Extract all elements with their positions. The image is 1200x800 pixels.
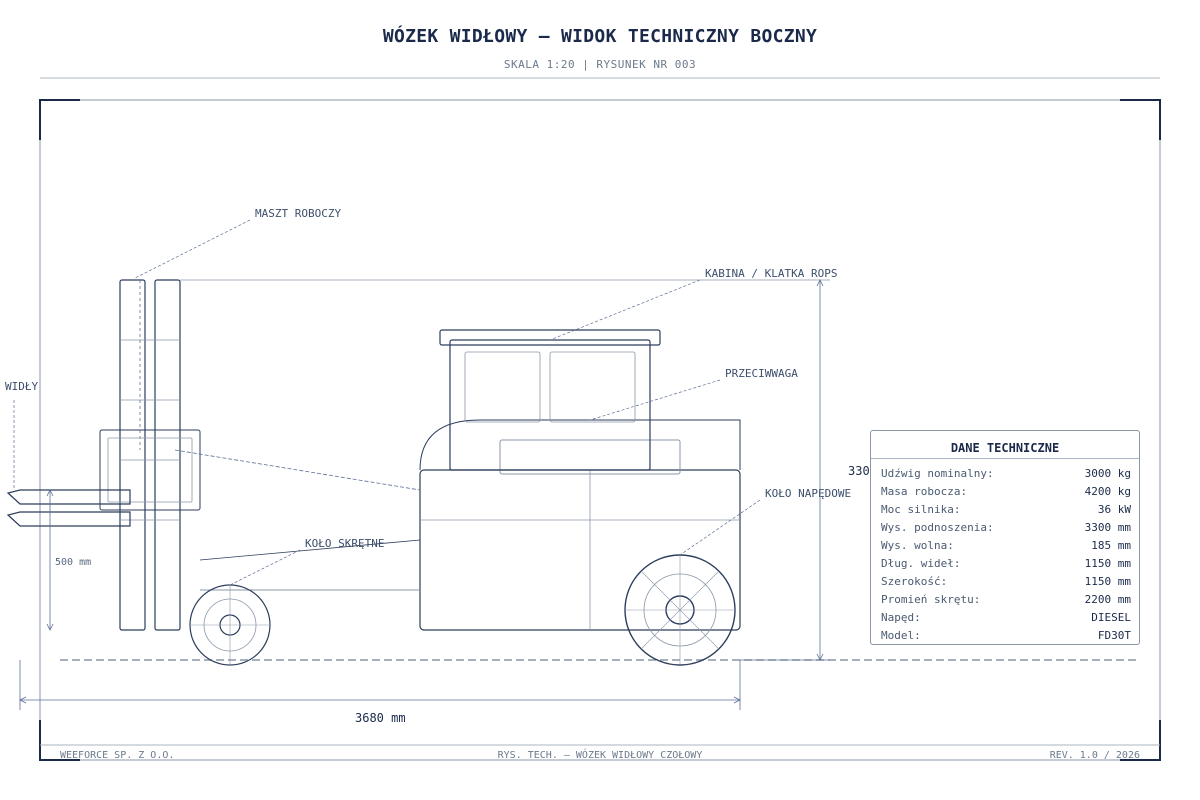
- label-mast: MASZT ROBOCZY: [255, 207, 341, 220]
- spec-key: Model:: [881, 629, 921, 642]
- spec-value: 1150 mm: [1084, 557, 1131, 570]
- spec-key: Promień skrętu:: [881, 593, 981, 606]
- label-steer-wheel: KOŁO SKRĘTNE: [305, 537, 384, 550]
- spec-row: Model: FD30T: [881, 629, 1131, 647]
- label-cabin: KABINA / KLATKA ROPS: [705, 267, 837, 280]
- dim-overall-length: 3680 mm: [355, 711, 406, 725]
- spec-table: DANE TECHNICZNE Udźwig nominalny: 3000 k…: [870, 430, 1140, 645]
- spec-key: Wys. podnoszenia:: [881, 521, 994, 534]
- spec-row: Napęd: DIESEL: [881, 611, 1131, 629]
- footer-revision: REV. 1.0 / 2026: [1050, 750, 1140, 761]
- spec-row: Masa robocza: 4200 kg: [881, 485, 1131, 503]
- spec-value: 3300 mm: [1084, 521, 1131, 534]
- spec-row: Udźwig nominalny: 3000 kg: [881, 467, 1131, 485]
- footer-drawing-name: RYS. TECH. — WÓZEK WIDŁOWY CZOŁOWY: [498, 748, 703, 761]
- drive-wheel: [624, 554, 736, 666]
- spec-key: Masa robocza:: [881, 485, 968, 498]
- spec-value: 2200 mm: [1084, 593, 1131, 606]
- spec-row: Promień skrętu: 2200 mm: [881, 593, 1131, 611]
- label-drive-wheel: KOŁO NAPĘDOWE: [765, 487, 851, 500]
- leader-lines: [13, 219, 761, 586]
- forklift-body: [200, 469, 741, 631]
- length-dimension: [19, 660, 741, 710]
- counterweight: [419, 419, 741, 475]
- spec-value: 3000 kg: [1084, 467, 1131, 480]
- spec-table-title: DANE TECHNICZNE: [950, 441, 1060, 455]
- steer-wheel: [189, 584, 271, 666]
- spec-value: 4200 kg: [1084, 485, 1131, 498]
- spec-key: Moc silnika:: [881, 503, 961, 516]
- spec-row: Wys. podnoszenia: 3300 mm: [881, 521, 1131, 539]
- spec-value: FD30T: [1097, 629, 1131, 642]
- spec-key: Wys. wolna:: [881, 539, 954, 552]
- forks: [6, 489, 131, 527]
- spec-value: 1150 mm: [1084, 575, 1131, 588]
- drawing-subtitle: SKALA 1:20 | RYSUNEK NR 003: [503, 58, 697, 71]
- spec-table-divider: [871, 458, 1139, 459]
- drawing-title: WÓZEK WIDŁOWY — WIDOK TECHNICZNY BOCZNY: [382, 26, 818, 47]
- spec-row: Moc silnika: 36 kW: [881, 503, 1131, 521]
- spec-key: Udźwig nominalny:: [881, 467, 994, 480]
- spec-row: Szerokość: 1150 mm: [881, 575, 1131, 593]
- fork-carriage: [99, 429, 201, 511]
- spec-row: Dług. wideł: 1150 mm: [881, 557, 1131, 575]
- spec-row: Wys. wolna: 185 mm: [881, 539, 1131, 557]
- tilt-linkage: [174, 449, 421, 491]
- spec-key: Szerokość:: [881, 575, 948, 588]
- spec-value: 36 kW: [1097, 503, 1131, 516]
- spec-value: DIESEL: [1091, 611, 1131, 624]
- spec-value: 185 mm: [1091, 539, 1131, 552]
- fork-height-dimension: [46, 489, 54, 631]
- height-dimension: [180, 279, 830, 661]
- drawing-frame: [39, 99, 1161, 761]
- footer-company: WEEFORCE SP. Z O.O.: [60, 750, 174, 761]
- cabin-rops: [439, 329, 661, 471]
- label-counterweight: PRZECIWWAGA: [725, 367, 798, 380]
- mast: [119, 279, 181, 631]
- dim-fork-height: 500 mm: [55, 557, 91, 568]
- spec-key: Napęd:: [881, 611, 921, 624]
- steer-linkage: [199, 539, 421, 561]
- label-forks: WIDŁY: [5, 380, 38, 393]
- spec-key: Dług. wideł:: [881, 557, 961, 570]
